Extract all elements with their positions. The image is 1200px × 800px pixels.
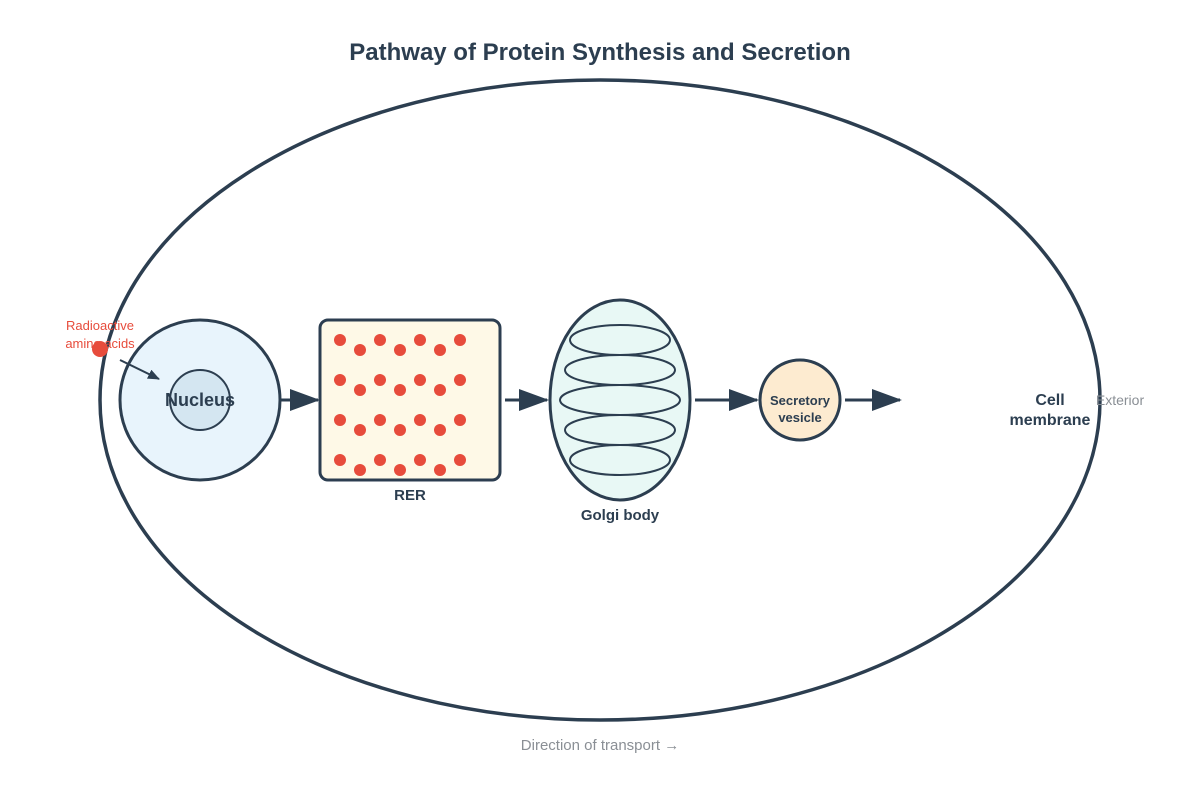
vesicle-label-line1: Secretory <box>770 393 831 408</box>
ribosome-dot <box>414 454 426 466</box>
transport-direction-label: Direction of transport → <box>521 737 679 754</box>
ribosome-dot <box>374 454 386 466</box>
ribosome-dot <box>354 424 366 436</box>
ribosome-dot <box>354 344 366 356</box>
golgi-cisterna <box>559 384 681 416</box>
ribosome-dot <box>434 424 446 436</box>
ribosome-dot <box>454 334 466 346</box>
amino-acid-entry-arrow <box>119 359 160 380</box>
ribosome-dot <box>394 424 406 436</box>
ribosome-dot <box>414 374 426 386</box>
ribosome-dot <box>434 464 446 476</box>
ribosome-dot <box>374 374 386 386</box>
ribosome-dot <box>394 384 406 396</box>
golgi-cisterna <box>569 324 671 356</box>
nucleus-label: Nucleus <box>165 390 235 410</box>
radioactive-label-line1: Radioactive <box>66 318 134 333</box>
ribosome-dot <box>374 414 386 426</box>
ribosome-dot <box>434 384 446 396</box>
ribosome-dot <box>334 374 346 386</box>
cell-membrane-ellipse <box>98 78 1102 722</box>
ribosome-dot <box>454 374 466 386</box>
exterior-label: Exterior <box>1096 392 1145 408</box>
rer-ribosome-dots <box>334 334 466 476</box>
rer-label: RER <box>394 487 426 504</box>
golgi-cisterna <box>564 414 676 446</box>
rer-shape <box>318 318 502 482</box>
ribosome-dot <box>454 454 466 466</box>
golgi-cisterna <box>569 444 671 476</box>
ribosome-dot <box>334 454 346 466</box>
ribosome-dot <box>394 344 406 356</box>
membrane-label-line2: membrane <box>1010 412 1091 429</box>
ribosome-dot <box>354 464 366 476</box>
radioactive-dot <box>92 341 108 357</box>
ribosome-dot <box>454 414 466 426</box>
ribosome-dot <box>374 334 386 346</box>
ribosome-dot <box>334 414 346 426</box>
ribosome-dot <box>414 334 426 346</box>
golgi-cisterna <box>564 354 676 386</box>
ribosome-dot <box>434 344 446 356</box>
golgi-label: Golgi body <box>581 507 660 524</box>
vesicle-label-line2: vesicle <box>778 410 821 425</box>
ribosome-dot <box>414 414 426 426</box>
membrane-label-line1: Cell <box>1035 392 1064 409</box>
ribosome-dot <box>354 384 366 396</box>
ribosome-dot <box>394 464 406 476</box>
nucleolus-shape <box>169 369 231 431</box>
ribosome-dot <box>334 334 346 346</box>
diagram-title: Pathway of Protein Synthesis and Secreti… <box>349 39 850 66</box>
secretory-vesicle-shape <box>758 358 842 442</box>
